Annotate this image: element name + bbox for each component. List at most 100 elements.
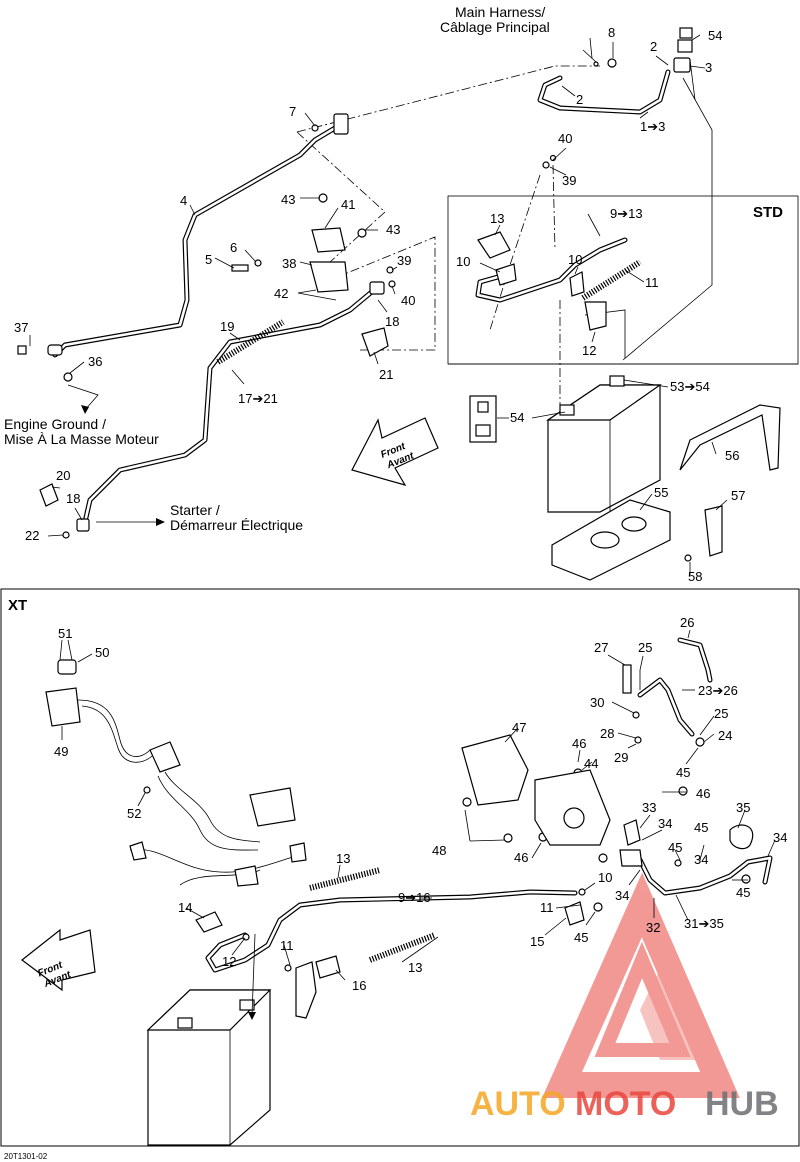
callout-x45c: 45 bbox=[668, 840, 682, 855]
callout-l7: 7 bbox=[289, 104, 296, 119]
callout-l36: 36 bbox=[88, 354, 102, 369]
battery-std bbox=[469, 375, 662, 513]
cable-9-13-std bbox=[475, 237, 628, 303]
callout-l19: 19 bbox=[220, 319, 234, 334]
callout-x45a: 45 bbox=[676, 765, 690, 780]
diagram-text: HUB bbox=[705, 1085, 779, 1123]
callout-x50: 50 bbox=[95, 645, 109, 660]
callout-x30: 30 bbox=[590, 695, 604, 710]
callout-l11: 11 bbox=[645, 275, 659, 290]
callout-l39b: 39 bbox=[562, 173, 576, 188]
front-arrow-top: Front Avant bbox=[351, 417, 439, 486]
xt-parts bbox=[195, 664, 754, 1019]
xt-wiring-harness bbox=[45, 659, 307, 887]
callout-l40b: 40 bbox=[558, 131, 572, 146]
callout-l22: 22 bbox=[25, 528, 39, 543]
cable-1-3 bbox=[537, 69, 671, 115]
callout-l58: 58 bbox=[688, 569, 702, 584]
callout-x45b: 45 bbox=[694, 820, 708, 835]
callout-l13: 13 bbox=[490, 211, 504, 226]
callout-l18a: 18 bbox=[385, 314, 399, 329]
callout-l55: 55 bbox=[654, 485, 668, 500]
callout-x49: 49 bbox=[54, 744, 68, 759]
xt-conduit-13b bbox=[368, 932, 437, 963]
callout-x34b: 34 bbox=[694, 852, 708, 867]
callout-x11a: 11 bbox=[540, 900, 554, 915]
xt-cable-26 bbox=[677, 637, 713, 683]
engine-ground-label-en: Engine Ground / bbox=[4, 416, 106, 432]
callout-l17: 17➔21 bbox=[238, 391, 278, 406]
callout-l42: 42 bbox=[274, 286, 288, 301]
callout-l53: 53➔54 bbox=[670, 379, 710, 394]
battery-strap-56 bbox=[679, 404, 781, 471]
callout-l1: 1➔3 bbox=[640, 119, 665, 134]
callout-l43b: 43 bbox=[386, 222, 400, 237]
callout-l12: 12 bbox=[582, 343, 596, 358]
callout-l56: 56 bbox=[725, 448, 739, 463]
callout-l20: 20 bbox=[56, 468, 70, 483]
std-section-label: STD bbox=[753, 204, 783, 221]
callout-l9: 9➔13 bbox=[610, 206, 643, 221]
callout-l38: 38 bbox=[282, 256, 296, 271]
figure-code: 20T1301-02 bbox=[4, 1152, 48, 1161]
parts-top bbox=[17, 27, 693, 539]
callout-x25a: 25 bbox=[638, 640, 652, 655]
callout-x29: 29 bbox=[614, 750, 628, 765]
callout-x11b: 11 bbox=[280, 938, 294, 953]
callout-l6: 6 bbox=[230, 240, 237, 255]
callout-x27: 27 bbox=[594, 640, 608, 655]
callout-l4: 4 bbox=[180, 193, 187, 208]
front-arrow-xt: Front Avant bbox=[21, 928, 96, 992]
leader-lines-top bbox=[29, 34, 728, 575]
callout-x12: 12 bbox=[222, 954, 236, 969]
callout-l40a: 40 bbox=[401, 293, 415, 308]
engine-ground-label-fr: Mise À La Masse Moteur bbox=[4, 431, 159, 447]
xt-cable-23-26 bbox=[637, 677, 695, 737]
starter-label-en: Starter / bbox=[170, 502, 220, 518]
callout-x35: 35 bbox=[736, 800, 750, 815]
callout-l39: 39 bbox=[397, 253, 411, 268]
callout-x25b: 25 bbox=[714, 706, 728, 721]
callout-x45e: 45 bbox=[574, 930, 588, 945]
callout-x33: 33 bbox=[642, 800, 656, 815]
callout-x47: 47 bbox=[512, 720, 526, 735]
callout-x51: 51 bbox=[58, 626, 72, 641]
callout-x48: 48 bbox=[432, 843, 446, 858]
conduit-11-std bbox=[581, 259, 642, 301]
callout-x13b: 13 bbox=[408, 960, 422, 975]
callout-x9: 9➔16 bbox=[398, 890, 431, 905]
callouts-xt: 9➔16 10 11 11 12 13 13 14 15 16 23➔26 24… bbox=[54, 615, 787, 993]
callout-l2b: 2 bbox=[650, 39, 657, 54]
callout-l3: 3 bbox=[705, 60, 712, 75]
callout-x34a: 34 bbox=[658, 816, 672, 831]
callout-x24: 24 bbox=[718, 728, 732, 743]
callout-x31: 31➔35 bbox=[684, 916, 724, 931]
callout-l57: 57 bbox=[731, 488, 745, 503]
battery-xt bbox=[146, 989, 272, 1146]
main-harness-label-en: Main Harness/ bbox=[455, 4, 545, 20]
callout-x26: 26 bbox=[680, 615, 694, 630]
callout-x23: 23➔26 bbox=[698, 683, 738, 698]
callout-x34d: 34 bbox=[773, 830, 787, 845]
callout-x46b: 46 bbox=[696, 786, 710, 801]
callout-x46a: 46 bbox=[572, 736, 586, 751]
callout-l41: 41 bbox=[341, 197, 355, 212]
assembly-lines-top bbox=[296, 59, 798, 420]
callout-x32: 32 bbox=[646, 920, 660, 935]
callout-l2a: 2 bbox=[576, 92, 583, 107]
bracket-57 bbox=[684, 505, 723, 562]
xt-section-label: XT bbox=[8, 597, 27, 614]
callout-l21: 21 bbox=[379, 367, 393, 382]
callout-x16: 16 bbox=[352, 978, 366, 993]
main-harness-label-fr: Câblage Principal bbox=[440, 19, 550, 35]
callout-l18b: 18 bbox=[66, 491, 80, 506]
xt-section-frame bbox=[0, 588, 800, 1147]
callout-x14: 14 bbox=[178, 900, 192, 915]
callout-x10: 10 bbox=[598, 870, 612, 885]
callout-x44: 44 bbox=[584, 756, 598, 771]
callout-x28: 28 bbox=[600, 726, 614, 741]
callout-l37: 37 bbox=[14, 320, 28, 335]
xt-cable-9-16 bbox=[205, 889, 578, 973]
cable-4 bbox=[52, 117, 348, 358]
